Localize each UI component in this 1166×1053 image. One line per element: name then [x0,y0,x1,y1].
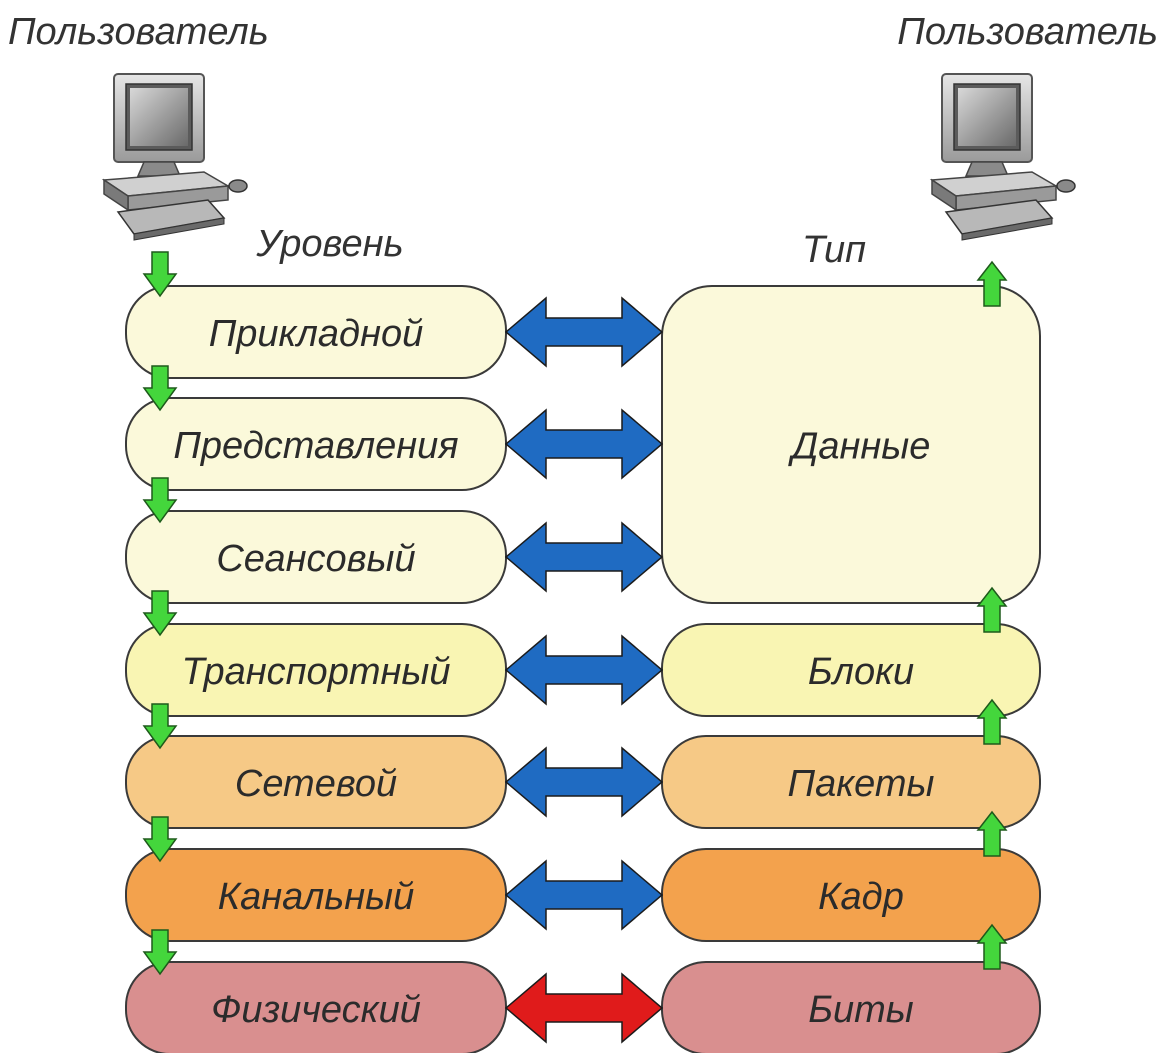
level-header: Уровень [255,223,403,265]
layer-box: Транспортный [125,623,507,717]
green-up-arrow-icon [976,586,1008,633]
layer-label: Представления [173,425,458,467]
layer-column: ПрикладнойПредставленияСеансовыйТранспор… [125,285,507,1053]
green-up-arrow-icon [976,810,1008,857]
green-up-arrow-icon [976,260,1008,307]
computer-icon [101,73,248,241]
layer-label: Сеансовый [216,538,415,580]
layer-box: Сеансовый [125,510,507,604]
layer-label: Транспортный [182,651,451,693]
double-arrow-icon [504,634,664,706]
type-label: Блоки [808,651,914,693]
type-label: Биты [808,989,914,1031]
double-arrow-icon [504,296,664,368]
layer-box: Сетевой [125,735,507,829]
type-box: Данные [661,285,1041,604]
layer-box: Канальный [125,848,507,942]
green-down-arrow-icon [142,477,178,524]
computer-icon [929,73,1076,241]
type-header: Тип [802,229,866,271]
layer-label: Канальный [218,876,415,918]
flow-arrows [142,251,1008,976]
type-box: Пакеты [661,735,1041,829]
type-label: Пакеты [788,763,935,805]
layer-box: Физический [125,961,507,1053]
double-arrow-icon [504,746,664,818]
double-arrow-icon [504,859,664,931]
layer-label: Физический [211,989,421,1031]
layer-box: Представления [125,397,507,491]
green-down-arrow-icon [142,816,178,863]
user-label-left: Пользователь [8,11,269,53]
green-down-arrow-icon [142,590,178,637]
type-box: Кадр [661,848,1041,942]
double-arrow-icon [504,972,664,1044]
layer-label: Сетевой [235,763,397,805]
green-down-arrow-icon [142,365,178,412]
type-box: Биты [661,961,1041,1053]
type-label: Данные [788,426,931,468]
green-down-arrow-icon [142,251,178,298]
green-up-arrow-icon [976,923,1008,970]
green-down-arrow-icon [142,703,178,750]
layer-label: Прикладной [209,313,424,355]
double-arrow-icon [504,408,664,480]
double-arrow-column [504,296,664,1044]
type-label: Кадр [818,876,904,918]
double-arrow-icon [504,521,664,593]
type-box: Блоки [661,623,1041,717]
green-down-arrow-icon [142,929,178,976]
green-up-arrow-icon [976,698,1008,745]
user-label-right: Пользователь [897,11,1158,53]
layer-box: Прикладной [125,285,507,379]
